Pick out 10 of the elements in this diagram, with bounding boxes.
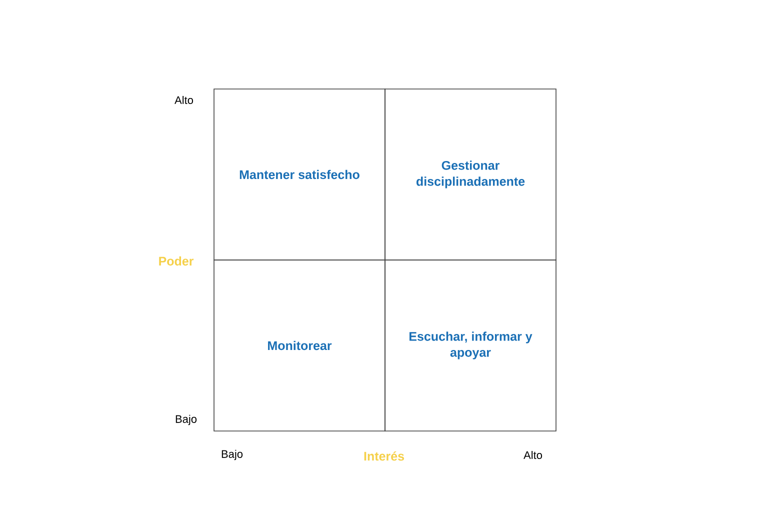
scale-label: Bajo [176,414,197,426]
axis-label: Poder [159,256,194,266]
scale-label: Alto [174,96,194,104]
quadrant-box: Escuchar, informar y apoyar [384,260,556,432]
quadrant-box: Monitorear [214,260,386,432]
axis-label: Interés [364,451,404,461]
quadrant-box: Gestionar disciplinadamente [384,88,556,260]
quadrant-box: Mantener satisfecho [214,88,386,260]
scale-label: Alto [524,450,542,460]
scale-label: Bajo [222,450,243,460]
